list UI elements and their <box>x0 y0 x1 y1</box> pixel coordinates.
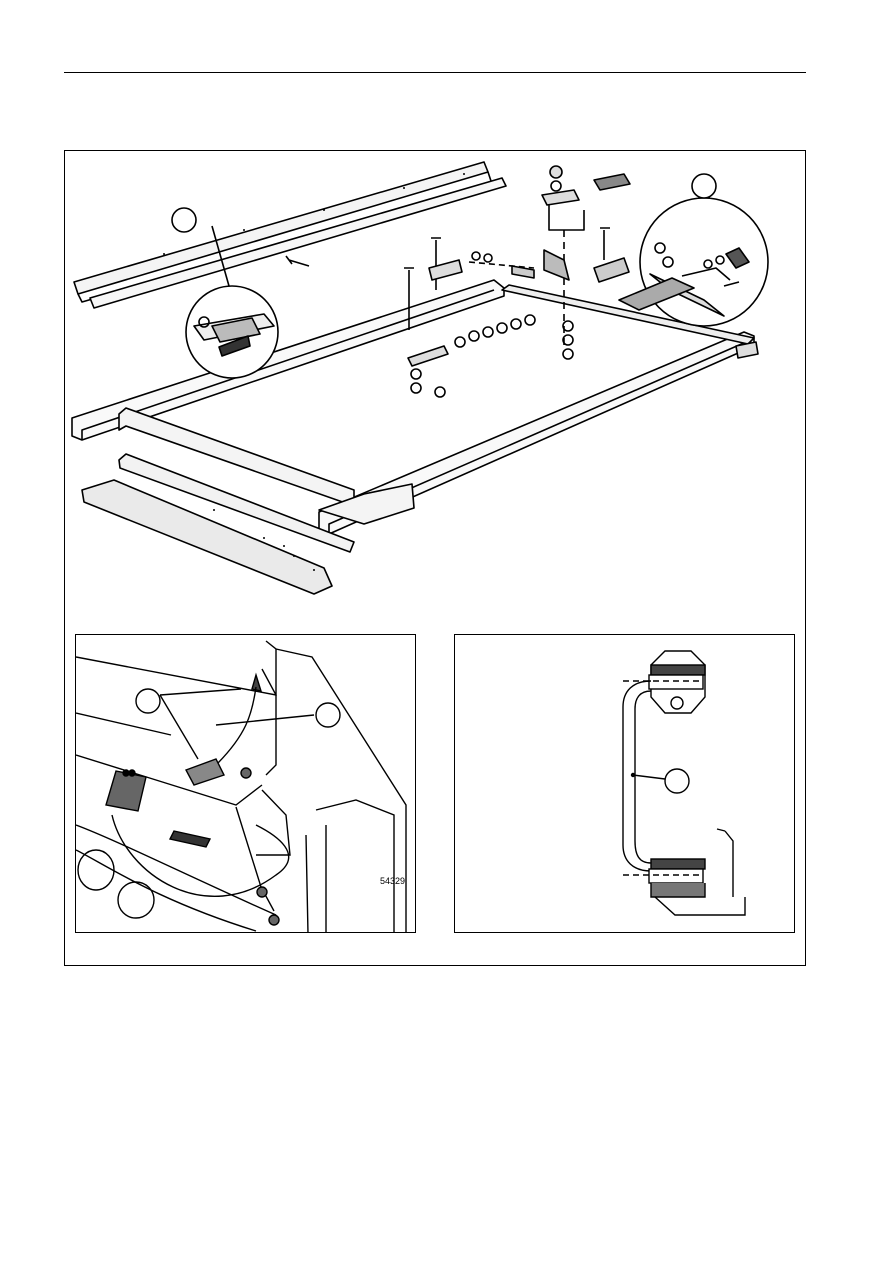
chassis-frame-icon <box>71 161 769 595</box>
header-rule <box>64 72 806 73</box>
photo-number: 54329 <box>380 876 406 886</box>
mount-detail-photo: 54329 <box>75 634 416 933</box>
figure-frame <box>64 150 806 966</box>
spring-bracket-icon <box>455 635 794 932</box>
mount-photo-icon <box>76 635 415 932</box>
exploded-view-illustration <box>64 150 806 620</box>
spring-bracket-detail <box>454 634 795 933</box>
